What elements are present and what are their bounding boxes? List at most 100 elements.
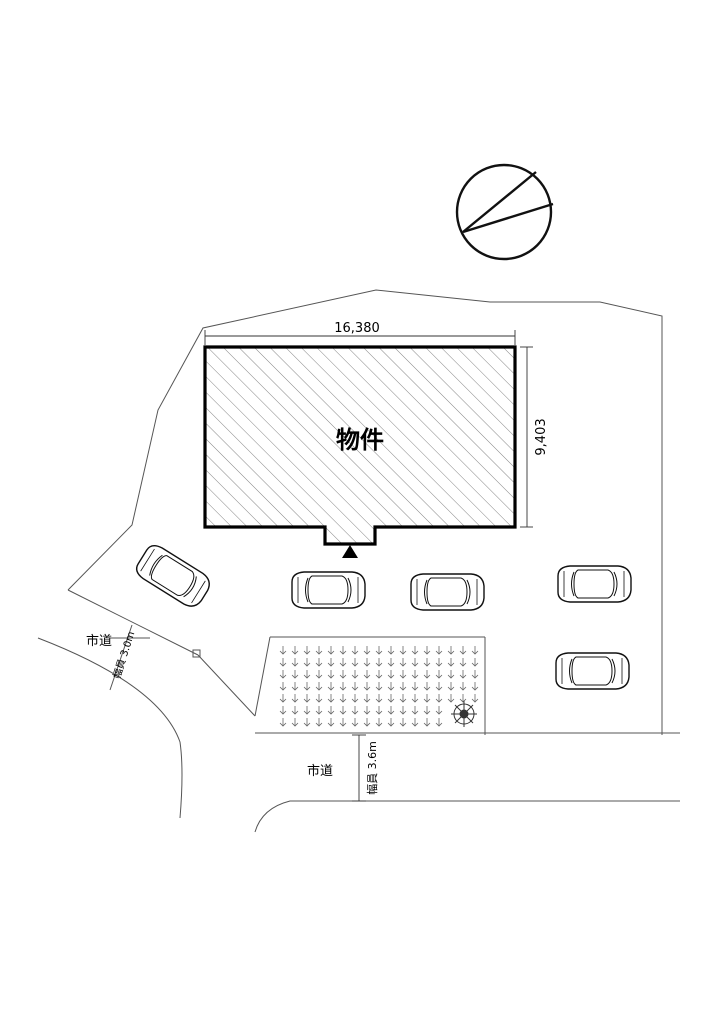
lawn-symbol — [279, 645, 287, 655]
lawn-symbol — [327, 705, 335, 715]
lawn-symbol — [423, 681, 431, 691]
lawn-symbol — [399, 645, 407, 655]
lawn-symbol — [315, 717, 323, 727]
lawn-symbol — [279, 669, 287, 679]
lawn-symbol — [411, 717, 419, 727]
lawn-symbol — [399, 705, 407, 715]
lawn-symbol — [303, 717, 311, 727]
lawn-symbol — [423, 693, 431, 703]
building-width-dimension: 16,380 — [334, 321, 380, 336]
lawn-symbol — [387, 693, 395, 703]
lawn-symbol — [375, 657, 383, 667]
lawn-symbol — [279, 657, 287, 667]
lawn-symbol — [363, 717, 371, 727]
lawn-symbol — [375, 717, 383, 727]
lawn-symbol — [279, 681, 287, 691]
lawn-symbol — [447, 693, 455, 703]
lawn-symbol — [411, 681, 419, 691]
road-2-width: 幅員 3.6m — [366, 741, 379, 795]
lawn-symbol — [471, 681, 479, 691]
lawn-symbol — [435, 705, 443, 715]
lawn-symbol — [423, 705, 431, 715]
lawn-symbol — [375, 693, 383, 703]
lawn-symbol — [279, 693, 287, 703]
lawn-symbol — [351, 681, 359, 691]
lawn-symbol — [339, 705, 347, 715]
lawn-symbol — [315, 669, 323, 679]
lawn-symbol — [291, 669, 299, 679]
lawn-symbol — [447, 669, 455, 679]
lawn-symbol — [435, 645, 443, 655]
lawn-symbol — [411, 693, 419, 703]
lawn-symbol — [327, 669, 335, 679]
lawn-symbol — [315, 705, 323, 715]
lawn-symbol — [399, 657, 407, 667]
car-1 — [132, 540, 215, 612]
lawn-symbol — [363, 705, 371, 715]
lawn-symbol — [423, 657, 431, 667]
lawn-symbol — [303, 669, 311, 679]
lawn-symbol — [399, 717, 407, 727]
lawn-symbol — [447, 645, 455, 655]
car-5 — [555, 652, 630, 690]
building-footprint — [203, 345, 517, 546]
lawn-symbol — [351, 717, 359, 727]
lawn-symbol — [303, 705, 311, 715]
lawn-symbol — [363, 669, 371, 679]
lawn-symbol — [303, 681, 311, 691]
lawn-symbol — [459, 657, 467, 667]
lawn-symbol — [375, 669, 383, 679]
lawn-symbol — [291, 717, 299, 727]
lawn-symbol — [315, 645, 323, 655]
lawn-symbol — [471, 693, 479, 703]
car-4 — [557, 565, 632, 603]
lawn-symbol — [315, 693, 323, 703]
lawn-symbol — [363, 681, 371, 691]
lawn-symbol — [339, 681, 347, 691]
lawn-symbol — [303, 693, 311, 703]
lawn-symbol — [387, 705, 395, 715]
building-depth-dimension: 9,403 — [534, 418, 549, 455]
lawn-symbol — [471, 669, 479, 679]
parking-cars — [132, 540, 632, 690]
lawn-symbol — [327, 717, 335, 727]
lawn-symbol — [291, 645, 299, 655]
lawn-symbol — [291, 657, 299, 667]
lawn-symbol — [315, 681, 323, 691]
lawn-symbol — [327, 645, 335, 655]
road-1-name: 市道 — [86, 633, 112, 649]
lawn-symbol — [399, 681, 407, 691]
lawn-symbol — [471, 645, 479, 655]
lawn-area — [279, 645, 479, 727]
lawn-symbol — [447, 681, 455, 691]
tree-icon — [451, 701, 477, 727]
lawn-symbol — [459, 645, 467, 655]
lawn-symbol — [339, 645, 347, 655]
lawn-symbol — [351, 693, 359, 703]
lawn-symbol — [279, 717, 287, 727]
lawn-symbol — [447, 657, 455, 667]
lawn-symbol — [327, 693, 335, 703]
lawn-symbol — [279, 705, 287, 715]
lawn-symbol — [435, 693, 443, 703]
lawn-symbol — [435, 657, 443, 667]
lawn-symbol — [291, 681, 299, 691]
lawn-symbol — [411, 645, 419, 655]
lawn-symbol — [459, 669, 467, 679]
north-arrow-icon — [455, 163, 554, 261]
lawn-symbol — [327, 681, 335, 691]
road-width-dimension — [352, 734, 366, 802]
lawn-symbol — [363, 657, 371, 667]
lawn-symbol — [303, 657, 311, 667]
lawn-symbol — [351, 657, 359, 667]
lawn-symbol — [387, 645, 395, 655]
dimension-lines — [204, 330, 533, 528]
lawn-symbol — [291, 693, 299, 703]
lawn-symbol — [435, 669, 443, 679]
lawn-symbol — [387, 657, 395, 667]
lawn-symbol — [315, 657, 323, 667]
entrance-marker-icon — [342, 545, 358, 558]
lawn-symbol — [351, 669, 359, 679]
lawn-symbol — [411, 669, 419, 679]
